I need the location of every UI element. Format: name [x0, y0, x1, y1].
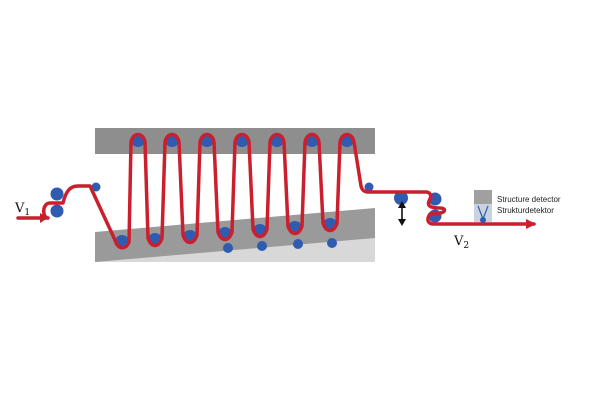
- thread-exit-arrow: [526, 219, 536, 229]
- v2-subscript: 2: [463, 241, 469, 251]
- detector-label-de: Strukturdetektor: [497, 206, 554, 215]
- v2-letter: V: [453, 234, 464, 249]
- v1-label: V1: [14, 201, 30, 218]
- v1-letter: V: [14, 201, 25, 216]
- detector-box: [474, 190, 492, 204]
- v1-subscript: 1: [24, 208, 30, 218]
- tension-roller: [394, 191, 408, 205]
- roller: [257, 241, 267, 251]
- bottom-plate: [95, 208, 375, 262]
- thread-path: [16, 132, 536, 250]
- detector-sensor-icon: [480, 217, 486, 223]
- v2-label: V2: [453, 234, 469, 251]
- tension-arrow: [398, 201, 406, 226]
- structure-detector: [474, 190, 492, 223]
- roller: [327, 238, 337, 248]
- roller: [364, 182, 374, 192]
- roller: [91, 182, 101, 192]
- roller: [50, 204, 64, 218]
- roller: [223, 243, 233, 253]
- roller: [293, 239, 303, 249]
- thread-entry-arrow: [40, 213, 48, 223]
- roller: [50, 187, 64, 201]
- detector-label-en: Structure detector: [497, 195, 561, 204]
